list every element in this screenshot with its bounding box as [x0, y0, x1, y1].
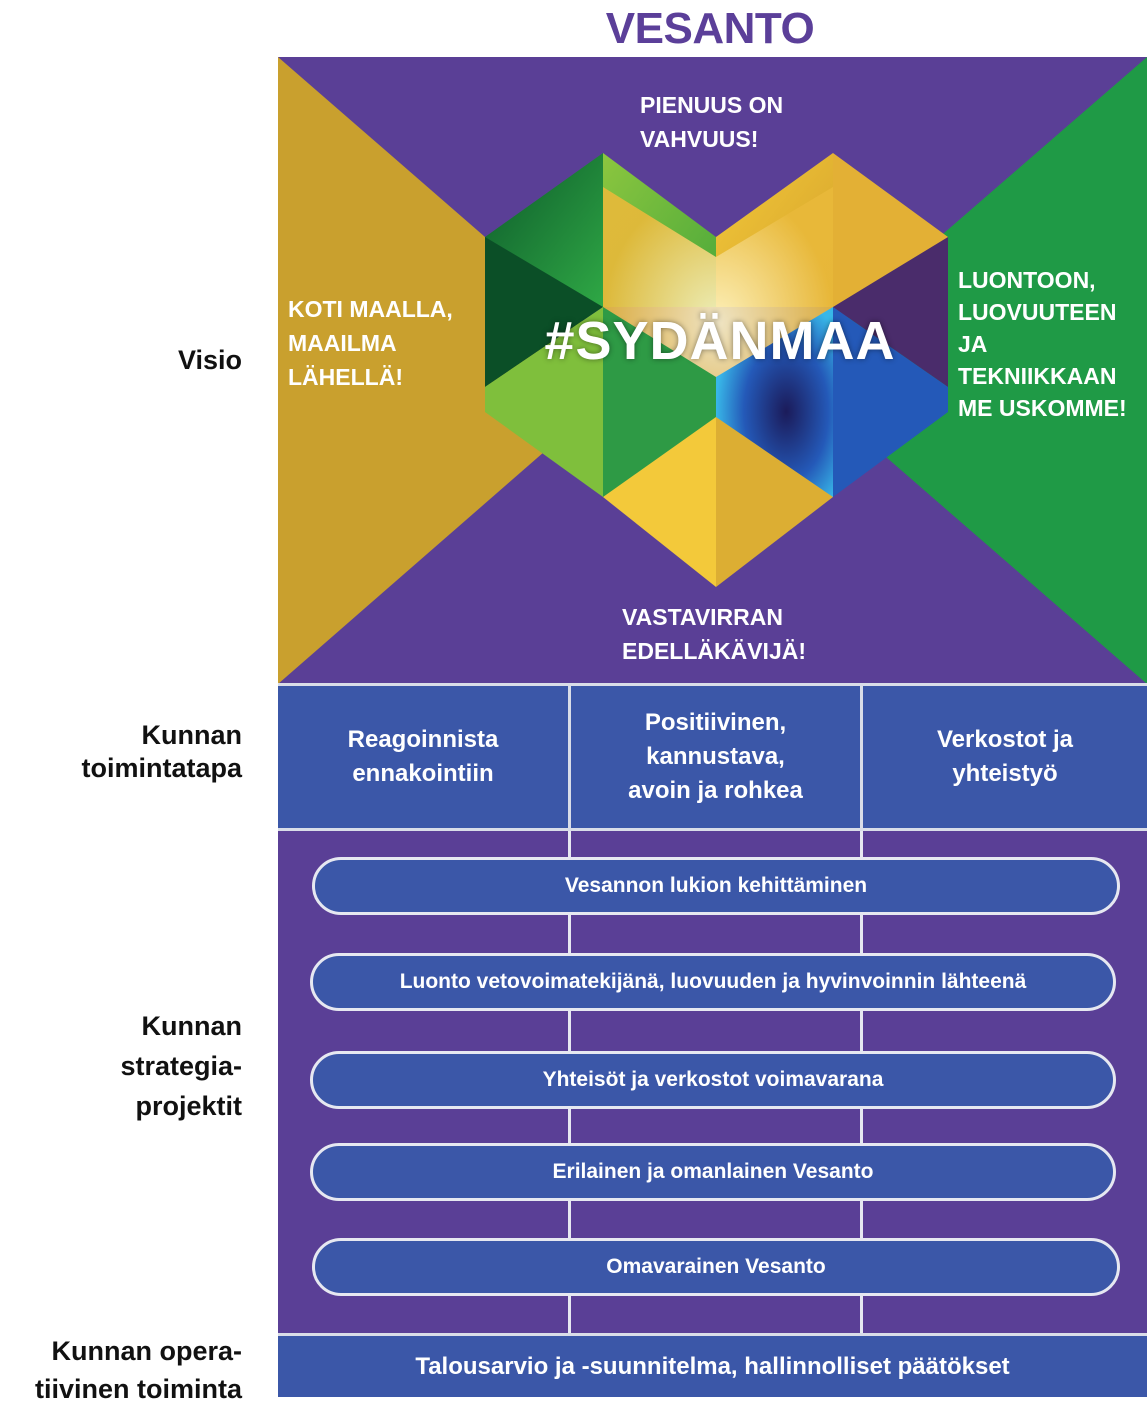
vision-right-text: LUONTOON, LUOVUUTEEN JA TEKNIIKKAAN ME U…	[958, 264, 1147, 424]
row-label-line: Kunnan	[141, 720, 243, 750]
cell-line: kannustava,	[646, 743, 785, 770]
toimintatapa-cell: Reagoinnista ennakointiin	[278, 686, 568, 828]
project-label: Erilainen ja omanlainen Vesanto	[552, 1160, 874, 1183]
project-label: Vesannon lukion kehittäminen	[564, 874, 868, 897]
row-label-line: Visio	[177, 345, 242, 375]
row-label-visio: Visio	[100, 344, 242, 377]
cell-line: avoin ja rohkea	[628, 777, 803, 804]
project-label: Yhteisöt ja verkostot voimavarana	[542, 1068, 884, 1091]
vision-graphic	[278, 57, 1147, 684]
project-pill: Erilainen ja omanlainen Vesanto	[310, 1143, 1116, 1201]
project-label: Luonto vetovoimatekijänä, luovuuden ja h…	[399, 970, 1027, 993]
vision-line: MAAILMA	[288, 330, 397, 356]
toimintatapa-band: Reagoinnista ennakointiin Positiivinen, …	[278, 686, 1147, 828]
row-label-strategia: Kunnan strategia- projektit	[40, 1006, 242, 1126]
row-label-line: strategia-	[120, 1051, 242, 1081]
hexagon-emblem	[485, 153, 948, 587]
sydanmaa-hashtag: #SYDÄNMAA	[544, 311, 896, 371]
green-right-triangle	[786, 57, 1147, 684]
vision-line: TEKNIIKKAAN	[958, 363, 1117, 389]
row-label-line: Kunnan	[141, 1011, 243, 1041]
project-pill: Luonto vetovoimatekijänä, luovuuden ja h…	[310, 953, 1116, 1011]
vision-top-text: PIENUUS ON VAHVUUS!	[640, 88, 783, 156]
project-label: Omavarainen Vesanto	[606, 1255, 826, 1278]
row-label-toimintatapa: Kunnan toimintatapa	[40, 719, 242, 785]
cell-line: Reagoinnista	[347, 726, 499, 753]
band-divider	[278, 1333, 1147, 1336]
cell-divider	[860, 686, 863, 828]
project-pill: Yhteisöt ja verkostot voimavarana	[310, 1051, 1116, 1109]
project-pill: Omavarainen Vesanto	[312, 1238, 1120, 1296]
band-divider	[278, 683, 1147, 686]
row-label-line: projektit	[135, 1091, 242, 1121]
row-label-line: toimintatapa	[81, 753, 242, 783]
vision-left-text: KOTI MAALLA, MAAILMA LÄHELLÄ!	[288, 292, 453, 394]
vision-line: LUOVUUTEEN JA	[958, 299, 1117, 357]
cell-line: ennakointiin	[352, 760, 494, 787]
page-title: VESANTO	[605, 4, 815, 53]
toimintatapa-cell: Verkostot ja yhteistyö	[863, 686, 1147, 828]
vision-line: KOTI MAALLA,	[288, 296, 453, 322]
cell-line: yhteistyö	[952, 760, 1058, 787]
toimintatapa-cell: Positiivinen, kannustava, avoin ja rohke…	[571, 686, 860, 828]
vision-line: PIENUUS ON	[640, 92, 784, 118]
operational-label: Talousarvio ja -suunnitelma, hallinnolli…	[415, 1352, 1010, 1380]
operational-band: Talousarvio ja -suunnitelma, hallinnolli…	[278, 1336, 1147, 1397]
row-label-operatiivinen: Kunnan opera- tiivinen toiminta	[0, 1332, 242, 1408]
vision-line: EDELLÄKÄVIJÄ!	[622, 638, 807, 664]
project-pill: Vesannon lukion kehittäminen	[312, 857, 1120, 915]
row-label-line: Kunnan opera-	[51, 1336, 242, 1366]
row-label-line: tiivinen toiminta	[34, 1374, 242, 1404]
vision-line: VASTAVIRRAN	[622, 604, 783, 630]
cell-line: Verkostot ja	[936, 726, 1074, 753]
vision-bottom-text: VASTAVIRRAN EDELLÄKÄVIJÄ!	[622, 600, 806, 668]
vision-line: LÄHELLÄ!	[288, 364, 403, 390]
strategy-projects-area: Vesannon lukion kehittäminen Luonto veto…	[278, 831, 1147, 1334]
cell-divider	[568, 686, 571, 828]
vision-line: VAHVUUS!	[640, 126, 759, 152]
gold-left-triangle	[278, 57, 638, 684]
cell-line: Positiivinen,	[644, 709, 787, 736]
band-divider	[278, 828, 1147, 831]
vision-line: LUONTOON,	[958, 267, 1096, 293]
vision-line: ME USKOMME!	[958, 395, 1127, 421]
